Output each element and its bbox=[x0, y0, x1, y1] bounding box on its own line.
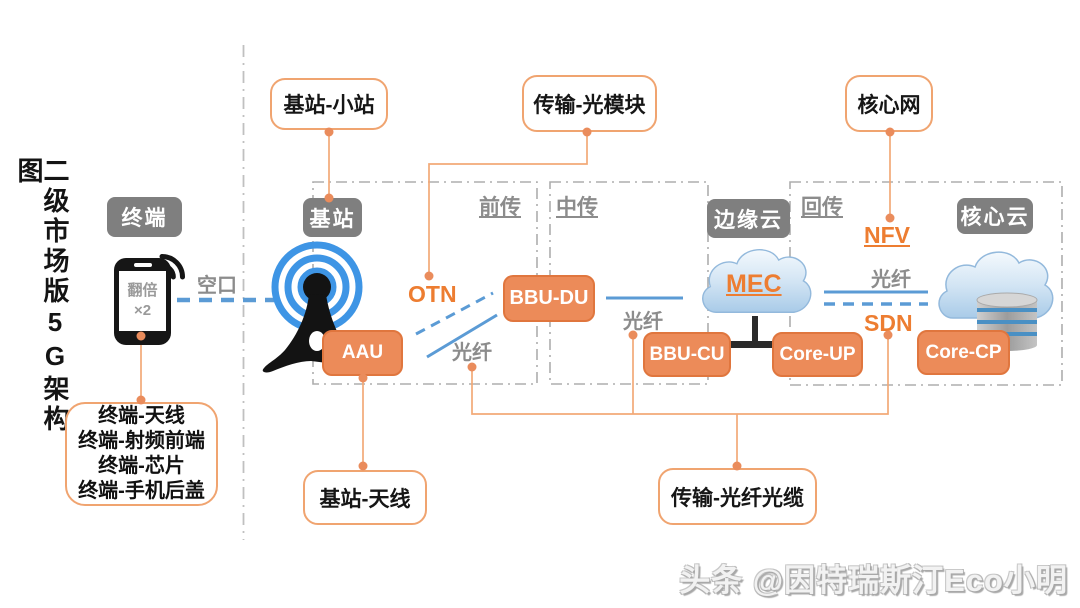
fronthaul-fiber-line bbox=[426, 313, 498, 359]
phone-text-line2: ×2 bbox=[133, 302, 152, 319]
label-air-interface: 空口 bbox=[197, 275, 237, 297]
fronthaul-otn-dashed-line bbox=[415, 291, 494, 336]
terminal-list-item: 终端-天线 bbox=[98, 405, 185, 427]
phone-icon: 翻倍 ×2 bbox=[114, 258, 171, 345]
callout-transport-fiber-cable: 传输-光纤光缆 bbox=[658, 468, 817, 525]
midhaul-region-box bbox=[549, 181, 709, 385]
node-bbu-du: BBU-DU bbox=[503, 275, 595, 322]
callout-transport-optical-module: 传输-光模块 bbox=[522, 75, 657, 132]
watermark: 头条 @因特瑞斯汀Eco小明 bbox=[679, 563, 1068, 598]
terminal-list-item: 终端-射频前端 bbox=[78, 430, 205, 452]
terminal-list-item: 终端-手机后盖 bbox=[78, 480, 205, 502]
label-midhaul: 中传 bbox=[556, 196, 598, 219]
cloud-stand-pole bbox=[752, 316, 758, 344]
edge-cloud-icon bbox=[700, 249, 816, 348]
backhaul-region-box bbox=[789, 181, 1063, 386]
phone-speaker bbox=[133, 263, 152, 267]
label-nfv: NFV bbox=[864, 222, 910, 248]
label-fiber-midhaul: 光纤 bbox=[623, 311, 663, 333]
terminal-list-item: 终端-芯片 bbox=[98, 455, 185, 477]
page-title: 二级市场版5G架构图 bbox=[14, 157, 70, 435]
label-fronthaul: 前传 bbox=[479, 196, 521, 219]
label-sdn: SDN bbox=[864, 310, 913, 336]
phone-text-line1: 翻倍 bbox=[127, 282, 158, 299]
label-fiber-backhaul: 光纤 bbox=[871, 269, 911, 291]
phone-screen: 翻倍 ×2 bbox=[119, 271, 166, 331]
callout-bs-small-cell: 基站-小站 bbox=[270, 78, 388, 130]
node-core-cp: Core-CP bbox=[917, 330, 1010, 375]
node-edge-cloud: 边缘云 bbox=[707, 199, 790, 238]
node-core-cloud: 核心云 bbox=[957, 198, 1033, 234]
label-mec: MEC bbox=[726, 270, 782, 298]
terminal-components-callout: 终端-天线 终端-射频前端 终端-芯片 终端-手机后盖 bbox=[65, 402, 218, 506]
callout-bs-antenna: 基站-天线 bbox=[303, 470, 427, 525]
node-bbu-cu: BBU-CU bbox=[643, 332, 731, 377]
callout-core-network: 核心网 bbox=[845, 75, 933, 132]
label-otn: OTN bbox=[408, 281, 457, 307]
node-aau: AAU bbox=[322, 330, 403, 376]
node-base-station: 基站 bbox=[303, 198, 362, 237]
orange-connectors bbox=[140, 132, 891, 466]
label-backhaul: 回传 bbox=[801, 196, 843, 219]
node-core-up: Core-UP bbox=[772, 332, 863, 377]
node-terminal: 终端 bbox=[107, 197, 182, 237]
label-fiber-fronthaul: 光纤 bbox=[452, 342, 492, 364]
